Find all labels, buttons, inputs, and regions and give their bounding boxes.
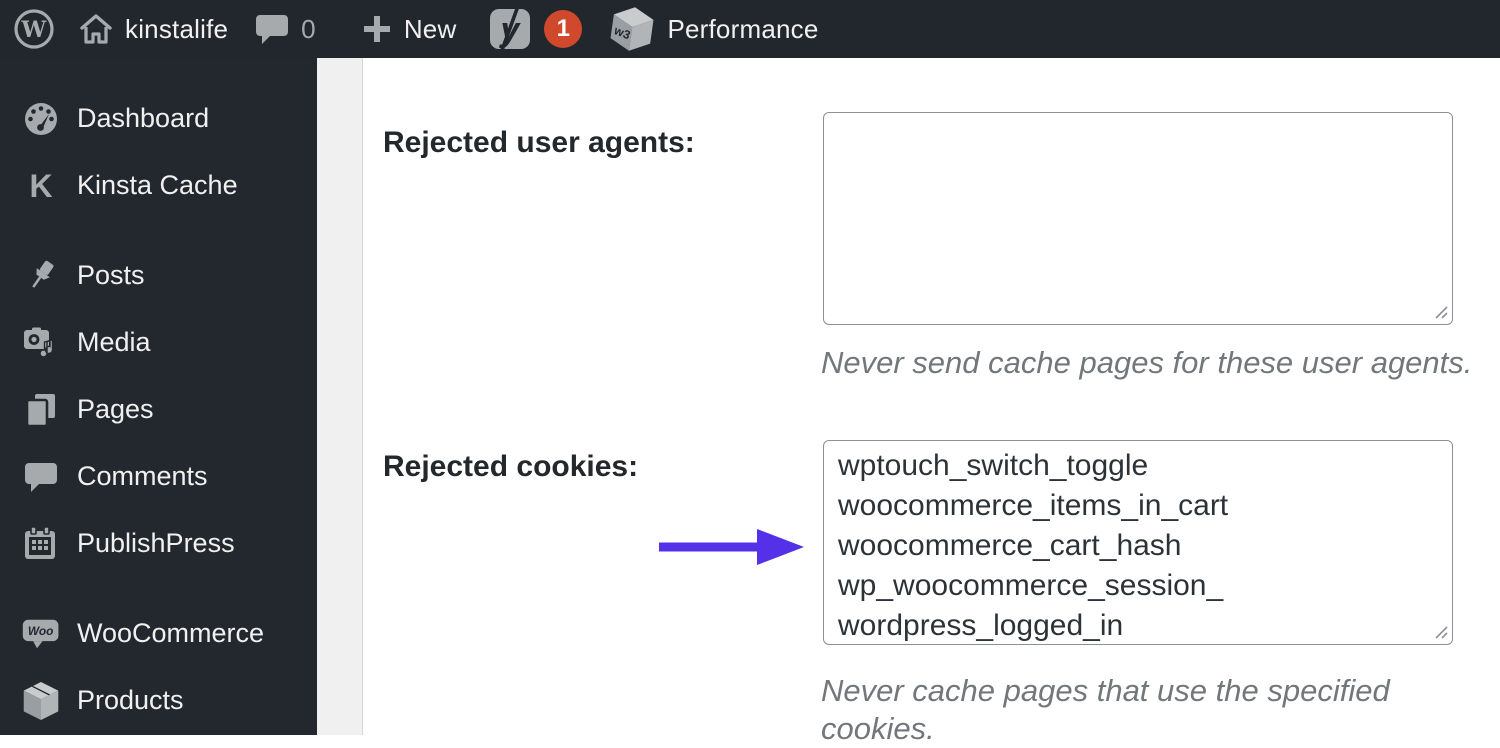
sidebar-item-label: PublishPress <box>77 528 235 559</box>
sidebar-item-label: Kinsta Cache <box>77 170 238 201</box>
sidebar-item-label: Posts <box>77 260 145 291</box>
woo-bubble-icon: Woo <box>22 615 60 653</box>
sidebar-item-comments[interactable]: Comments <box>0 443 317 510</box>
calendar-icon <box>22 526 60 562</box>
rejected-cookies-label: Rejected cookies: <box>383 449 638 485</box>
performance-label: Performance <box>667 14 818 45</box>
settings-panel: Rejected user agents: Never send cache p… <box>362 58 1500 735</box>
annotation-arrow-icon <box>657 527 807 567</box>
rejected-user-agents-help: Never send cache pages for these user ag… <box>821 344 1472 382</box>
admin-bar-new-button[interactable]: New <box>362 14 457 45</box>
comments-count: 0 <box>301 14 316 45</box>
admin-bar-site-name[interactable]: kinstalife <box>79 13 228 45</box>
sidebar-item-media[interactable]: Pages Media <box>0 309 317 376</box>
sidebar-item-pages[interactable]: Pages <box>0 376 317 443</box>
comment-bubble-icon <box>22 461 60 493</box>
admin-bar-yoast-seo[interactable]: y 1 <box>487 5 582 53</box>
rejected-cookies-help: Never cache pages that use the specified… <box>821 672 1500 748</box>
plus-icon <box>362 14 392 44</box>
site-name-label: kinstalife <box>125 14 228 45</box>
dashboard-gauge-icon <box>22 101 60 137</box>
w3tc-cube-icon: w3 <box>606 1 659 57</box>
sidebar-item-woocommerce[interactable]: Woo WooCommerce <box>0 600 317 667</box>
admin-bar-comments[interactable]: 0 <box>255 13 316 45</box>
sidebar-item-publishpress[interactable]: PublishPress <box>0 510 317 577</box>
wordpress-menu-button[interactable]: W <box>13 8 55 50</box>
pages-icon <box>22 392 60 428</box>
svg-text:W: W <box>21 17 47 43</box>
comment-bubble-icon <box>255 13 289 45</box>
sidebar-item-label: Pages <box>77 394 154 425</box>
admin-bar-performance[interactable]: w3 Performance <box>609 4 818 54</box>
svg-text:Woo: Woo <box>28 624 53 638</box>
sidebar-item-label: Media <box>77 327 151 358</box>
content-background: Rejected user agents: Never send cache p… <box>317 58 1500 735</box>
pushpin-icon <box>22 259 60 293</box>
sidebar-item-label: WooCommerce <box>77 618 264 649</box>
camera-media-icon <box>22 326 60 360</box>
sidebar-item-products[interactable]: Products <box>0 667 317 734</box>
new-label: New <box>404 14 457 45</box>
sidebar-item-label: Products <box>77 685 184 716</box>
yoast-notification-badge: 1 <box>544 10 582 48</box>
home-icon <box>79 13 113 45</box>
admin-bar: W kinstalife 0 New y 1 w <box>0 0 1500 58</box>
sidebar-item-label: Comments <box>77 461 208 492</box>
sidebar-item-posts[interactable]: Posts <box>0 242 317 309</box>
wordpress-logo-icon: W <box>13 8 55 50</box>
sidebar-item-kinsta-cache[interactable]: K Kinsta Cache <box>0 152 317 219</box>
admin-sidebar-menu: Dashboard K Kinsta Cache Posts <box>0 58 317 735</box>
rejected-user-agents-textarea[interactable] <box>823 112 1453 325</box>
sidebar-item-label: Dashboard <box>77 103 209 134</box>
rejected-user-agents-label: Rejected user agents: <box>383 125 695 161</box>
product-box-icon <box>22 680 60 722</box>
kinsta-k-icon: K <box>22 170 60 202</box>
rejected-cookies-textarea[interactable]: wptouch_switch_toggle woocommerce_items_… <box>823 440 1453 645</box>
yoast-seo-icon: y <box>487 5 535 53</box>
sidebar-item-dashboard[interactable]: Dashboard <box>0 85 317 152</box>
